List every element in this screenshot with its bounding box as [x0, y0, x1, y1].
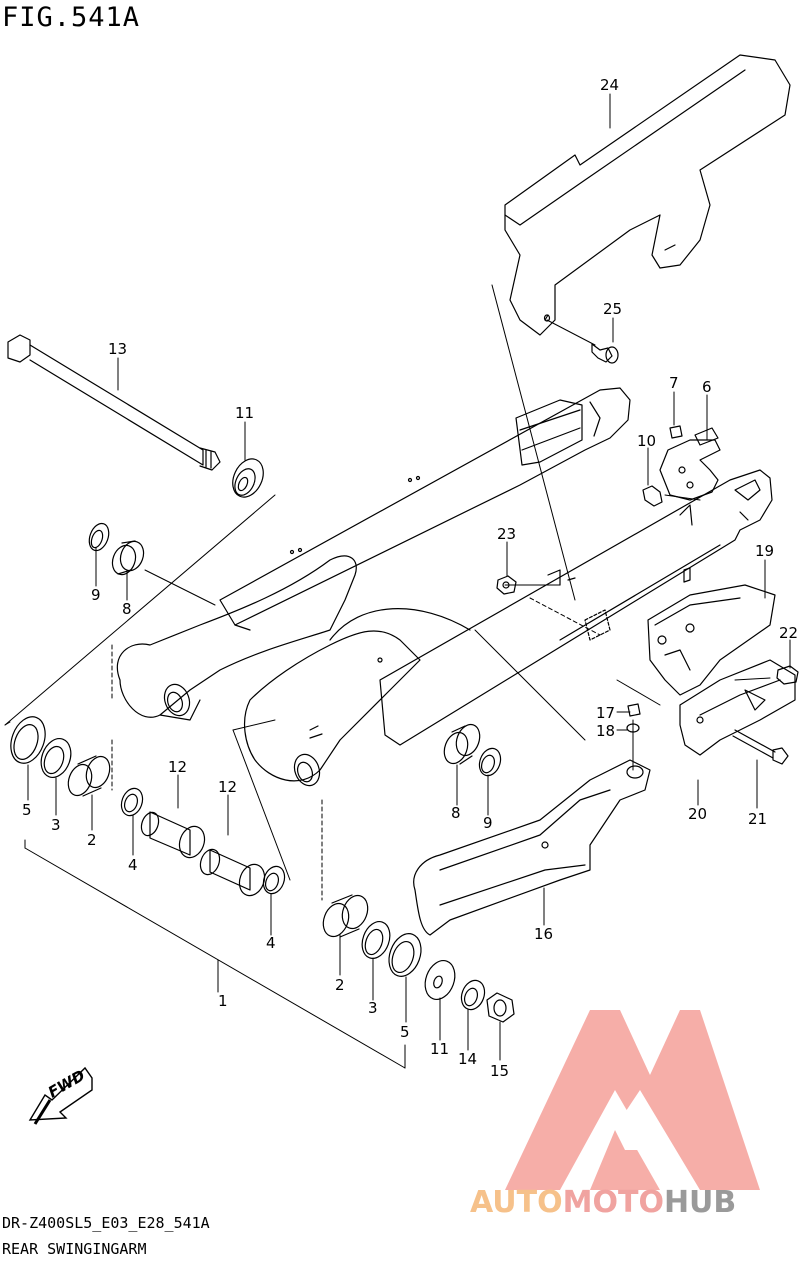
callout-5-lower: 5	[400, 1023, 410, 1041]
seal-part-5-lower	[388, 933, 422, 977]
callout-3-left: 3	[51, 816, 61, 834]
callout-7: 7	[669, 374, 679, 392]
assembly-lines	[4, 284, 771, 1069]
bolt-part-10	[642, 485, 663, 507]
callout-16: 16	[534, 925, 553, 943]
seal-part-3-left	[40, 738, 72, 778]
washer-part-11-upper	[232, 458, 264, 498]
callout-14: 14	[458, 1050, 477, 1068]
bolt-part-25	[591, 343, 619, 364]
bolt-part-21	[732, 729, 789, 765]
callout-25: 25	[603, 300, 622, 318]
swingarm-part	[116, 387, 773, 787]
seal-part-4-right	[262, 865, 286, 895]
callout-9-upper: 9	[91, 586, 101, 604]
brand-part-2: MOTO	[563, 1185, 664, 1220]
callout-20: 20	[688, 805, 707, 823]
callout-22: 22	[779, 624, 798, 642]
callout-10: 10	[637, 432, 656, 450]
callout-9-lower: 9	[483, 814, 493, 832]
callout-4-left: 4	[128, 856, 138, 874]
chain-buffer-part-16	[413, 759, 651, 936]
callout-11-upper: 11	[235, 404, 254, 422]
callout-12-right: 12	[218, 778, 237, 796]
seal-part-9-upper	[88, 522, 110, 552]
callout-8-lower: 8	[451, 804, 461, 822]
seal-part-5-left	[10, 716, 46, 764]
bearing-part-8-upper	[111, 540, 145, 576]
callout-21: 21	[748, 810, 767, 828]
seal-part-9-lower	[478, 747, 502, 777]
pivot-shaft-part	[7, 334, 221, 471]
screw-part-17	[627, 703, 641, 717]
callout-11-lower: 11	[430, 1040, 449, 1058]
figure-id: FIG.541A	[2, 2, 141, 33]
bracket-part-6	[659, 427, 721, 501]
seal-part-3-lower	[361, 921, 391, 959]
screw-part-7	[669, 425, 683, 439]
chain-guide-part-20	[679, 659, 796, 756]
svg-text:AUTOMOTOHUB: AUTOMOTOHUB	[470, 1185, 736, 1220]
bearing-part-2-left	[67, 755, 111, 797]
callout-19: 19	[755, 542, 774, 560]
section-title: REAR SWINGINGARM	[2, 1240, 147, 1258]
forward-direction-badge: FWD	[28, 1066, 93, 1125]
callout-18: 18	[596, 722, 615, 740]
bearing-part-8-lower	[443, 723, 481, 765]
callout-6: 6	[702, 378, 712, 396]
chain-guide-part-19	[647, 584, 776, 696]
nut-part-15	[486, 992, 515, 1023]
washer-part-14	[460, 979, 486, 1011]
spacer-part-12-right	[199, 848, 266, 897]
callout-5-left: 5	[22, 801, 32, 819]
spacer-part-12-left	[140, 811, 206, 859]
callout-24: 24	[600, 76, 619, 94]
callout-labels: 1 2 2 3 3 4 4 5 5 6 7 8 8 9 9 10 11 11 1…	[22, 76, 798, 1080]
model-code: DR-Z400SL5_E03_E28_541A	[2, 1214, 210, 1232]
callout-3-lower: 3	[368, 999, 378, 1017]
seal-part-4-left	[120, 787, 144, 817]
callout-1: 1	[218, 992, 228, 1010]
chain-case-part	[504, 54, 791, 336]
washer-part-11-lower	[424, 960, 456, 1000]
callout-15: 15	[490, 1062, 509, 1080]
callout-23: 23	[497, 525, 516, 543]
callout-4-right: 4	[266, 934, 276, 952]
brand-part-3: HUB	[664, 1185, 736, 1220]
watermark-logo	[505, 1010, 760, 1190]
callout-13: 13	[108, 340, 127, 358]
watermark-brand: AUTOMOTOHUB	[470, 1185, 736, 1220]
callout-2-lower: 2	[335, 976, 345, 994]
bearing-part-2-lower	[322, 894, 369, 938]
callout-2-left: 2	[87, 831, 97, 849]
callout-8-upper: 8	[122, 600, 132, 618]
callout-17: 17	[596, 704, 615, 722]
callout-leaders	[27, 93, 791, 1061]
brand-part-1: AUTO	[470, 1185, 563, 1220]
callout-12-left: 12	[168, 758, 187, 776]
